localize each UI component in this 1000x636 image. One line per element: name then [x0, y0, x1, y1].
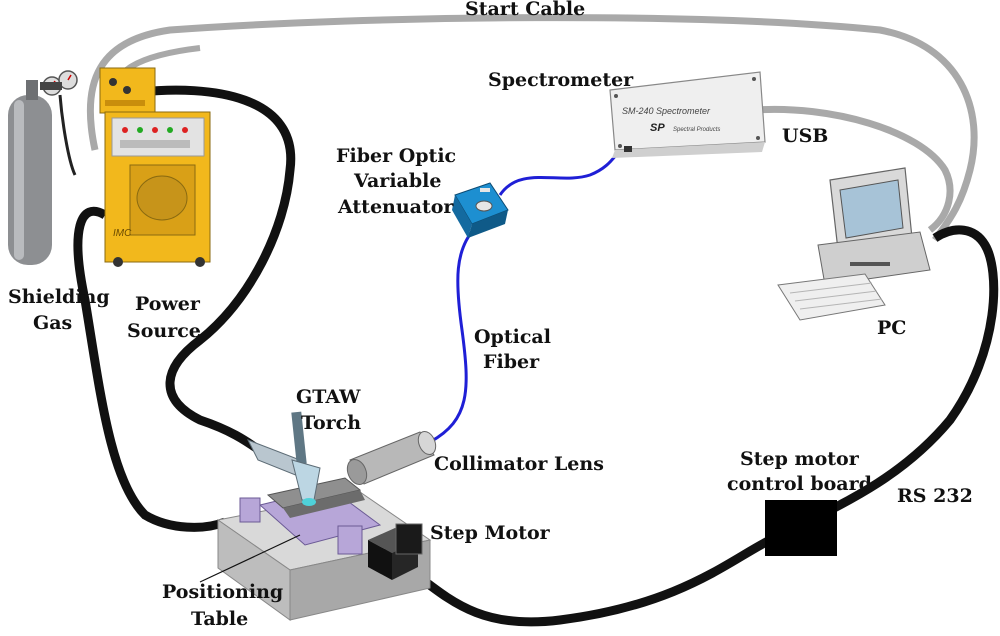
label-rs232: RS 232 [897, 485, 973, 507]
label-gtaw-torch-1: GTAW [296, 386, 361, 408]
attenuator-icon [452, 182, 509, 238]
label-attenuator-1: Fiber Optic [336, 145, 456, 167]
label-optical-fiber-1: Optical [474, 326, 551, 348]
pc-icon [777, 167, 931, 321]
spectrometer-model: SM-240 Spectrometer [622, 106, 711, 116]
label-positioning-table-1: Positioning [162, 581, 283, 603]
ground-cable [73, 206, 227, 532]
torch-cable [139, 85, 296, 456]
spectrometer-brand-sub: Spectral Products [673, 127, 720, 133]
control-board-icon [765, 500, 837, 556]
spectrometer-brand: SP [650, 122, 665, 134]
label-control-board-1: Step motor [740, 448, 860, 470]
power-source-icon: IMC [99, 67, 211, 267]
label-usb: USB [782, 125, 828, 147]
label-pc: PC [877, 317, 906, 339]
rs232-cable [407, 225, 999, 627]
gas-cylinder-icon [8, 70, 78, 265]
label-attenuator-2: Variable [353, 170, 441, 192]
positioning-table-pointer [199, 534, 301, 583]
label-shielding-gas-2: Gas [33, 312, 72, 334]
label-shielding-gas-1: Shielding [8, 286, 110, 308]
label-optical-fiber-2: Fiber [483, 351, 540, 373]
optical-fiber-upper [498, 143, 629, 196]
usb-cable [754, 105, 954, 233]
label-step-motor: Step Motor [430, 522, 551, 544]
label-power-source-2: Source [127, 320, 201, 342]
spectrometer-icon: SM-240 Spectrometer SP Spectral Products [609, 71, 766, 158]
start-cable [86, 14, 978, 242]
label-start-cable: Start Cable [465, 0, 585, 20]
label-gtaw-torch-2: Torch [301, 412, 361, 434]
label-attenuator-3: Attenuator [337, 196, 454, 218]
optical-fiber-lower [429, 226, 477, 444]
power-source-brand: IMC [113, 228, 132, 239]
collimator-lens-icon [346, 430, 437, 486]
label-positioning-table-2: Table [191, 608, 248, 630]
label-power-source-1: Power [135, 293, 201, 315]
label-collimator-lens: Collimator Lens [434, 453, 604, 475]
gtaw-torch-icon [246, 411, 321, 506]
label-control-board-2: control board [727, 473, 872, 495]
step-motor-icon [368, 523, 423, 580]
label-spectrometer: Spectrometer [488, 69, 634, 91]
